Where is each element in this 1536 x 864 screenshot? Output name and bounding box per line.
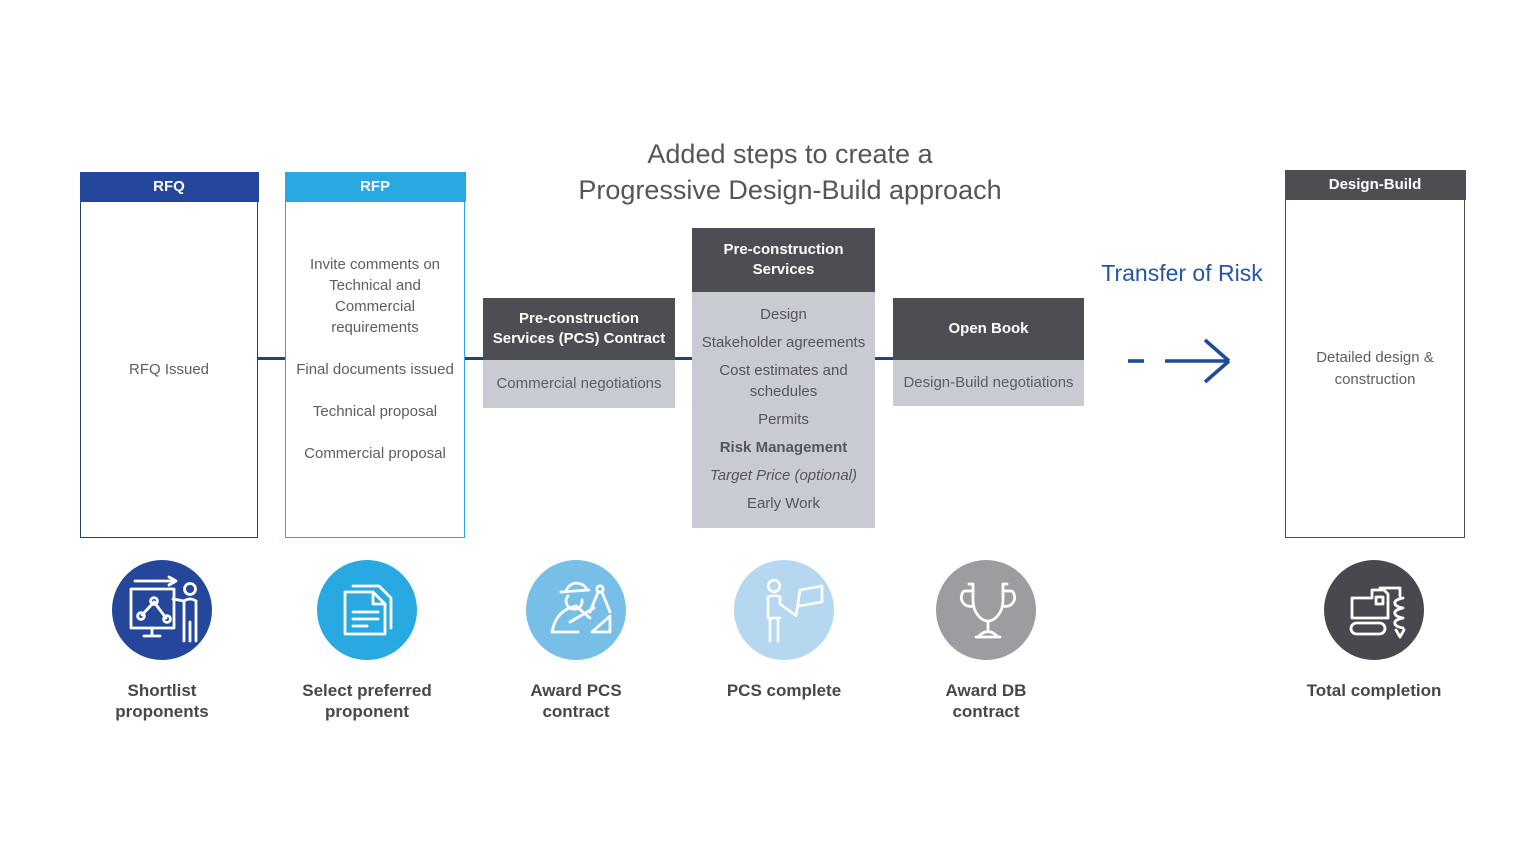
milestone-award-pcs-contract: Award PCS contract [476,560,676,722]
milestone-label: Select preferred proponent [302,681,432,721]
transfer-of-risk-label: Transfer of Risk [1101,260,1263,286]
milestone-circle [317,560,417,660]
milestone-circle [936,560,1036,660]
transfer-of-risk-arrow-icon [1125,338,1243,384]
pcs-service-item-target-price: Target Price (optional) [709,467,858,484]
diagram-title-line1: Added steps to create a [647,139,933,169]
rfp-stage-box: RFP Invite comments on Technical and Com… [284,171,466,538]
pcs-service-item: Design [760,306,807,323]
milestone-circle [526,560,626,660]
pcs-service-item: Early Work [746,495,821,512]
pcs-services-header-label: Pre-construction Services [723,241,844,278]
milestone-label: PCS complete [726,681,842,700]
milestone-award-db-contract: Award DB contract [886,560,1086,722]
design-build-header: Design-Build [1284,169,1466,200]
pcs-services-box: Pre-construction Services Design Stakeho… [692,228,875,528]
open-book-box: Open Book Design-Build negotiations [893,298,1084,406]
milestone-label: Shortlist proponents [115,681,209,721]
trophy-icon [959,582,1017,639]
pcs-service-item-risk-management: Risk Management [719,439,848,456]
milestone-label: Award DB contract [945,681,1027,721]
rfp-item: Final documents issued [296,360,454,378]
person-flag-icon [766,578,824,643]
open-book-body: Design-Build negotiations [893,360,1084,406]
diagram-title: Added steps to create a Progressive Desi… [400,136,1180,208]
rfp-header: RFP [284,171,466,202]
pcs-services-header: Pre-construction Services [692,228,875,292]
drilling-rig-icon [1349,586,1406,639]
open-book-header: Open Book [893,298,1084,360]
milestone-shortlist-proponents: Shortlist proponents [62,560,262,722]
pcs-contract-header: Pre-construction Services (PCS) Contract [483,298,675,360]
design-build-body: Detailed design & construction [1316,349,1434,388]
milestone-circle [734,560,834,660]
pcs-service-item: Permits [758,411,809,428]
engineer-drafting-icon [550,581,612,634]
design-build-stage-box: Design-Build Detailed design & construct… [1284,169,1466,538]
rfp-item-list: Invite comments on Technical and Commerc… [286,202,464,464]
milestone-label: Total completion [1306,681,1442,700]
rfq-body: RFQ Issued [128,361,210,378]
pcs-services-list: Design Stakeholder agreements Cost estim… [692,292,875,528]
milestone-total-completion: Total completion [1274,560,1474,701]
pcs-service-item: Stakeholder agreements [701,334,866,351]
milestone-circle [112,560,212,660]
presentation-chart-icon [129,575,198,643]
diagram-title-line2: Progressive Design-Build approach [578,175,1002,205]
rfp-item: Commercial proposal [304,444,446,462]
documents-icon [343,584,393,636]
pcs-service-item: Cost estimates and schedules [719,362,848,400]
pcs-contract-body: Commercial negotiations [483,360,675,408]
pcs-contract-header-label: Pre-construction Services (PCS) Contract [492,310,666,347]
milestone-pcs-complete: PCS complete [684,560,884,701]
milestone-circle [1324,560,1424,660]
rfq-header: RFQ [79,171,259,202]
pcs-contract-box: Pre-construction Services (PCS) Contract… [483,298,675,408]
milestone-select-preferred-proponent: Select preferred proponent [267,560,467,722]
rfp-item: Technical proposal [312,402,438,420]
milestone-label: Award PCS contract [530,681,622,721]
rfq-stage-box: RFQ RFQ Issued [79,171,259,538]
rfp-item: Invite comments on Technical and Commerc… [309,255,441,336]
